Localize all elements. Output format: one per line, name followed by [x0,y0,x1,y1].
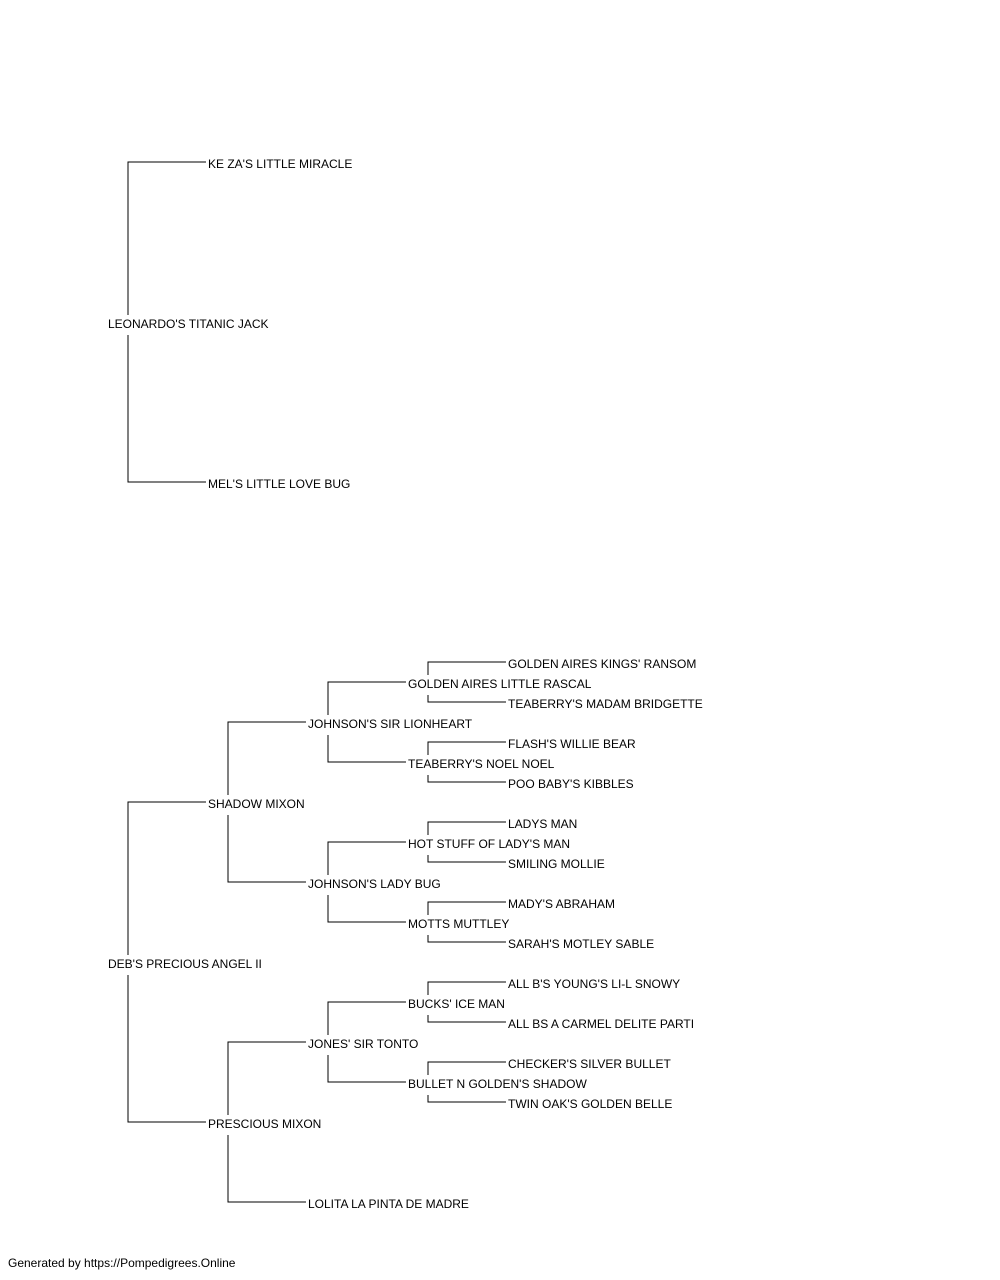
ancestor-name-teaberry-s-madam-bridgette: TEABERRY'S MADAM BRIDGETTE [508,697,703,711]
connector-lines [127,161,506,1203]
connector-jones-sir-tonto [227,1041,306,1115]
ancestor-name-leonardo-s-titanic-jack: LEONARDO'S TITANIC JACK [108,317,269,331]
ancestor-name-smiling-mollie: SMILING MOLLIE [508,857,605,871]
ancestor-name-bullet-n-golden-s-shadow: BULLET N GOLDEN'S SHADOW [408,1077,587,1091]
ancestor-name-shadow-mixon: SHADOW MIXON [208,797,305,811]
ancestor-name-lolita-la-pinta-de-madre: LOLITA LA PINTA DE MADRE [308,1197,469,1211]
connector-ke-za-s-little-miracle [127,161,206,315]
connector-twin-oak-s-golden-belle [427,1095,506,1103]
connector-poo-baby-s-kibbles [427,775,506,783]
connector-teaberry-s-noel-noel [327,735,406,763]
ancestor-name-johnson-s-lady-bug: JOHNSON'S LADY BUG [308,877,441,891]
ancestor-name-motts-muttley: MOTTS MUTTLEY [408,917,509,931]
connector-motts-muttley [327,895,406,923]
ancestor-name-ladys-man: LADYS MAN [508,817,577,831]
ancestor-name-mady-s-abraham: MADY'S ABRAHAM [508,897,615,911]
ancestor-name-golden-aires-kings-ransom: GOLDEN AIRES KINGS' RANSOM [508,657,696,671]
name-labels: LEONARDO'S TITANIC JACK KE ZA'S LITTLE MI… [108,157,703,1211]
ancestor-name-all-b-s-young-s-li-l-snowy: ALL B'S YOUNG'S LI-L SNOWY [508,977,680,991]
connector-flash-s-willie-bear [427,741,506,755]
ancestor-name-hot-stuff-of-lady-s-man: HOT STUFF OF LADY'S MAN [408,837,570,851]
connector-mady-s-abraham [427,901,506,915]
connector-mel-s-little-love-bug [127,335,206,483]
connector-johnson-s-lady-bug [227,815,306,883]
ancestor-name-checker-s-silver-bullet: CHECKER'S SILVER BULLET [508,1057,671,1071]
ancestor-name-all-bs-a-carmel-delite-parti: ALL BS A CARMEL DELITE PARTI [508,1017,694,1031]
ancestor-name-jones-sir-tonto: JONES' SIR TONTO [308,1037,418,1051]
connector-golden-aires-kings-ransom [427,661,506,675]
ancestor-name-golden-aires-little-rascal: GOLDEN AIRES LITTLE RASCAL [408,677,592,691]
ancestor-name-prescious-mixon: PRESCIOUS MIXON [208,1117,321,1131]
ancestor-name-bucks-ice-man: BUCKS' ICE MAN [408,997,505,1011]
ancestor-name-twin-oak-s-golden-belle: TWIN OAK'S GOLDEN BELLE [508,1097,672,1111]
connector-johnson-s-sir-lionheart [227,721,306,795]
connector-all-b-s-young-s-li-l-snowy [427,981,506,995]
footer-credit: Generated by https://Pompedigrees.Online [8,1256,236,1270]
connector-checker-s-silver-bullet [427,1061,506,1075]
ancestor-name-johnson-s-sir-lionheart: JOHNSON'S SIR LIONHEART [308,717,473,731]
connector-lolita-la-pinta-de-madre [227,1135,306,1203]
ancestor-name-deb-s-precious-angel-ii: DEB'S PRECIOUS ANGEL II [108,957,262,971]
ancestor-name-teaberry-s-noel-noel: TEABERRY'S NOEL NOEL [408,757,555,771]
ancestor-name-poo-baby-s-kibbles: POO BABY'S KIBBLES [508,777,634,791]
connector-shadow-mixon [127,801,206,955]
ancestor-name-sarah-s-motley-sable: SARAH'S MOTLEY SABLE [508,937,654,951]
connector-prescious-mixon [127,975,206,1123]
ancestor-name-flash-s-willie-bear: FLASH'S WILLIE BEAR [508,737,636,751]
connector-ladys-man [427,821,506,835]
ancestor-name-mel-s-little-love-bug: MEL'S LITTLE LOVE BUG [208,477,350,491]
connector-bucks-ice-man [327,1001,406,1035]
ancestor-name-ke-za-s-little-miracle: KE ZA'S LITTLE MIRACLE [208,157,352,171]
connector-golden-aires-little-rascal [327,681,406,715]
connector-hot-stuff-of-lady-s-man [327,841,406,875]
connector-all-bs-a-carmel-delite-parti [427,1015,506,1023]
connector-smiling-mollie [427,855,506,863]
connector-bullet-n-golden-s-shadow [327,1055,406,1083]
connector-sarah-s-motley-sable [427,935,506,943]
connector-teaberry-s-madam-bridgette [427,695,506,703]
